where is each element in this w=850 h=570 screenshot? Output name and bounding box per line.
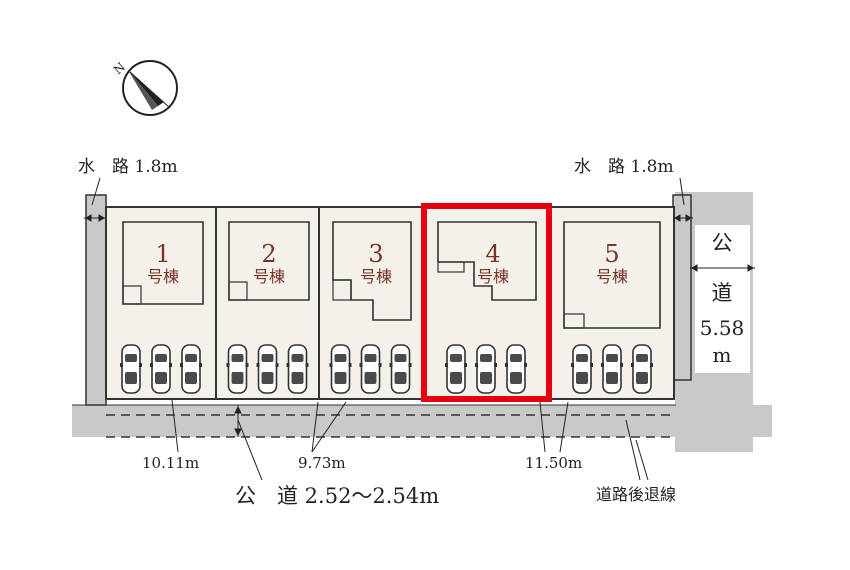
waterway-right-label: 水 路 1.8m — [574, 157, 674, 177]
car-icon — [120, 344, 142, 394]
car-icon — [180, 344, 202, 394]
car-icon — [445, 344, 467, 394]
bottom-road-dimension — [234, 405, 263, 481]
lot-1[interactable]: 1号棟 — [105, 206, 217, 400]
right-road-char-2: 道 — [712, 281, 733, 305]
house-footprint — [122, 221, 204, 305]
frontage-lot-4-5: 11.50m — [525, 454, 582, 472]
car-icon — [150, 344, 172, 394]
lot-5[interactable]: 5号棟 — [549, 206, 675, 400]
bottom-road — [72, 405, 772, 437]
waterway-right-strip — [672, 194, 692, 381]
lot-label: 号棟 — [147, 267, 179, 286]
entrance-box — [228, 281, 248, 301]
car-icon — [505, 344, 527, 394]
lot-label: 号棟 — [253, 267, 285, 286]
car-icon — [389, 344, 412, 394]
right-road-dimension — [690, 264, 755, 272]
entrance-box — [122, 285, 142, 305]
car-icon — [329, 344, 352, 394]
compass-icon — [122, 60, 178, 116]
lot-number: 3 — [368, 240, 383, 268]
right-road-width: 5.58 — [700, 316, 745, 340]
lot-number: 2 — [261, 240, 276, 268]
waterway-left-dimension — [84, 177, 106, 222]
lot-label: 号棟 — [477, 267, 509, 286]
car-icon — [359, 344, 382, 394]
car-icon — [286, 344, 309, 394]
lot-4[interactable]: 4号棟 — [421, 206, 551, 400]
car-icon — [475, 344, 497, 394]
entrance-box — [332, 279, 352, 301]
car-icon — [256, 344, 279, 394]
waterway-right-dimension — [673, 177, 693, 222]
lot-2[interactable]: 2号棟 — [215, 206, 320, 400]
car-icon — [601, 344, 623, 394]
lot-label: 号棟 — [360, 267, 392, 286]
frontage-lot-2-3: 9.73m — [298, 454, 346, 472]
house-footprint — [228, 221, 310, 301]
lot-3[interactable]: 3号棟 — [318, 206, 423, 400]
entrance-box — [437, 261, 465, 273]
lot-number: 4 — [485, 240, 500, 268]
frontage-lot-1: 10.11m — [142, 454, 199, 472]
waterway-left-label: 水 路 1.8m — [78, 157, 178, 177]
lot-label: 号棟 — [596, 267, 628, 286]
right-road-char-1: 公 — [712, 231, 733, 255]
entrance-box — [563, 313, 585, 329]
waterway-left-strip — [85, 194, 107, 406]
lot-number: 5 — [604, 240, 619, 268]
car-icon — [571, 344, 593, 394]
setback-label: 道路後退線 — [596, 485, 676, 504]
car-icon — [226, 344, 249, 394]
car-icon — [631, 344, 653, 394]
bottom-road-label: 公 道 2.52〜2.54m — [235, 484, 439, 508]
right-road-label-bg — [695, 225, 750, 373]
frontage-leaders — [171, 399, 569, 453]
lot-4-highlight[interactable] — [421, 203, 552, 402]
lot-number: 1 — [155, 240, 170, 268]
right-road-unit: m — [713, 343, 732, 367]
setback-leaders — [625, 419, 649, 481]
house-footprint — [563, 221, 661, 329]
